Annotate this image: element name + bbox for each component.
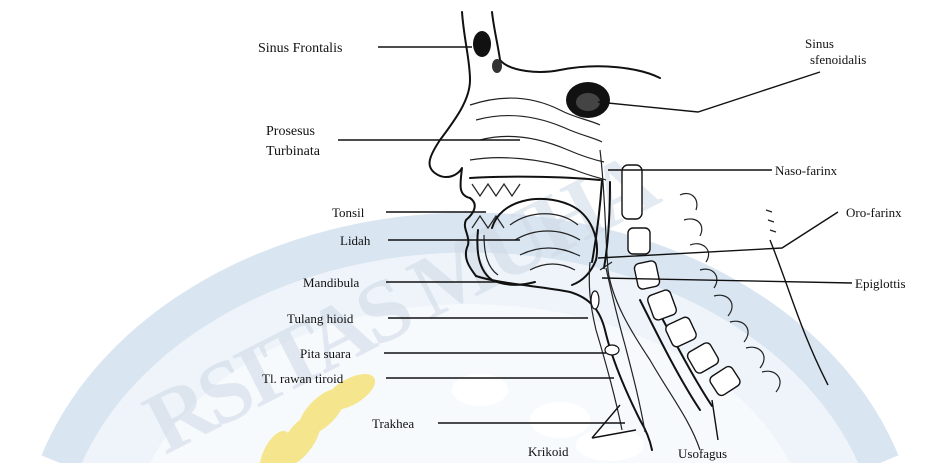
label-pita-suara: Pita suara bbox=[300, 346, 351, 361]
sinus-sfenoidalis-cavity bbox=[566, 82, 610, 118]
label-sinus-sfenoidalis-line1: Sinus bbox=[805, 36, 834, 51]
label-mandibula: Mandibula bbox=[303, 275, 360, 290]
sinus-frontalis-cavity bbox=[473, 31, 502, 73]
label-oro-farinx: Oro-farinx bbox=[846, 205, 902, 220]
label-usofagus: Usofagus bbox=[678, 446, 727, 461]
label-prosesus-line1: Prosesus bbox=[266, 124, 315, 139]
label-tonsil: Tonsil bbox=[332, 205, 365, 220]
leader-sinus-sfenoidalis bbox=[598, 72, 820, 112]
label-naso-farinx: Naso-farinx bbox=[775, 163, 838, 178]
label-epiglottis: Epiglottis bbox=[855, 276, 906, 291]
watermark-seal: RSITAS MUHA bbox=[60, 132, 880, 463]
label-lidah: Lidah bbox=[340, 233, 371, 248]
label-sinus-frontalis: Sinus Frontalis bbox=[258, 41, 342, 56]
label-sinus-sfenoidalis-line2: sfenoidalis bbox=[810, 52, 866, 67]
label-krikoid: Krikoid bbox=[528, 444, 569, 459]
label-tulang-hioid: Tulang hioid bbox=[287, 311, 354, 326]
label-tl-rawan-tiroid: Tl. rawan tiroid bbox=[262, 371, 344, 386]
label-prosesus-line2: Turbinata bbox=[266, 144, 321, 159]
label-trakhea: Trakhea bbox=[372, 416, 414, 431]
